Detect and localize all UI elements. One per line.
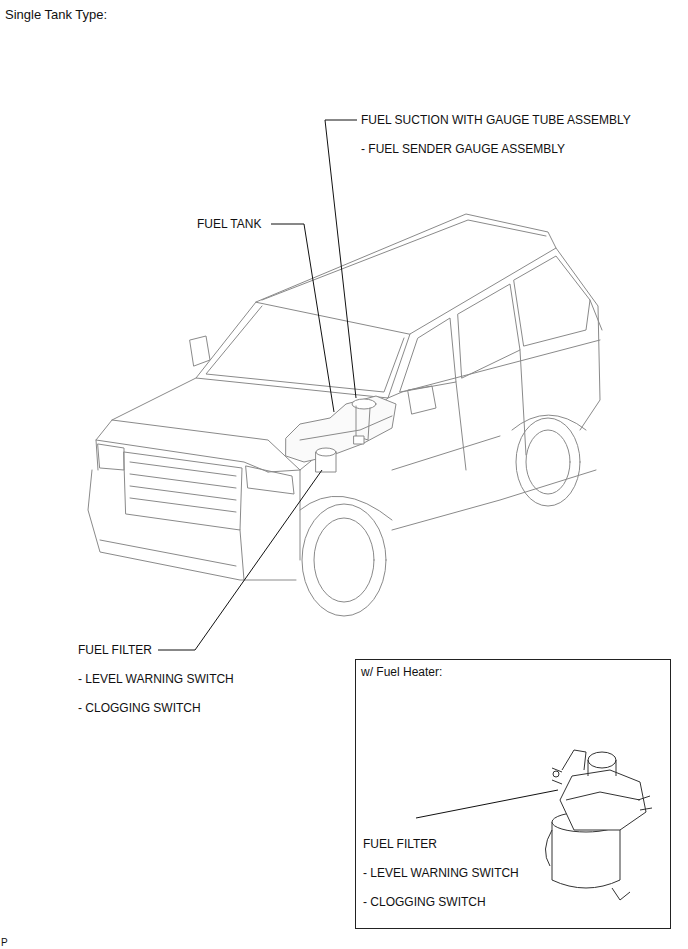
page-title: Single Tank Type: xyxy=(5,8,107,22)
sub-part-name: - LEVEL WARNING SWITCH xyxy=(78,672,234,686)
sub-part-name: - FUEL SENDER GAUGE ASSEMBLY xyxy=(361,142,565,156)
sub-part-name: - LEVEL WARNING SWITCH xyxy=(363,866,519,880)
variant-heading: w/ Fuel Heater: xyxy=(361,665,442,679)
sub-part-name: - CLOGGING SWITCH xyxy=(78,701,201,715)
sub-part-name: - CLOGGING SWITCH xyxy=(363,895,486,909)
part-name: FUEL FILTER xyxy=(78,643,152,657)
inset-box: w/ Fuel Heater: FUEL FILTER - LEVEL WARNIN… xyxy=(355,659,671,929)
part-name: FUEL FILTER xyxy=(363,837,437,851)
part-name: FUEL SUCTION WITH GAUGE TUBE ASSEMBLY xyxy=(361,113,631,127)
page-mark: P xyxy=(1,937,8,948)
part-name: FUEL TANK xyxy=(197,217,261,231)
